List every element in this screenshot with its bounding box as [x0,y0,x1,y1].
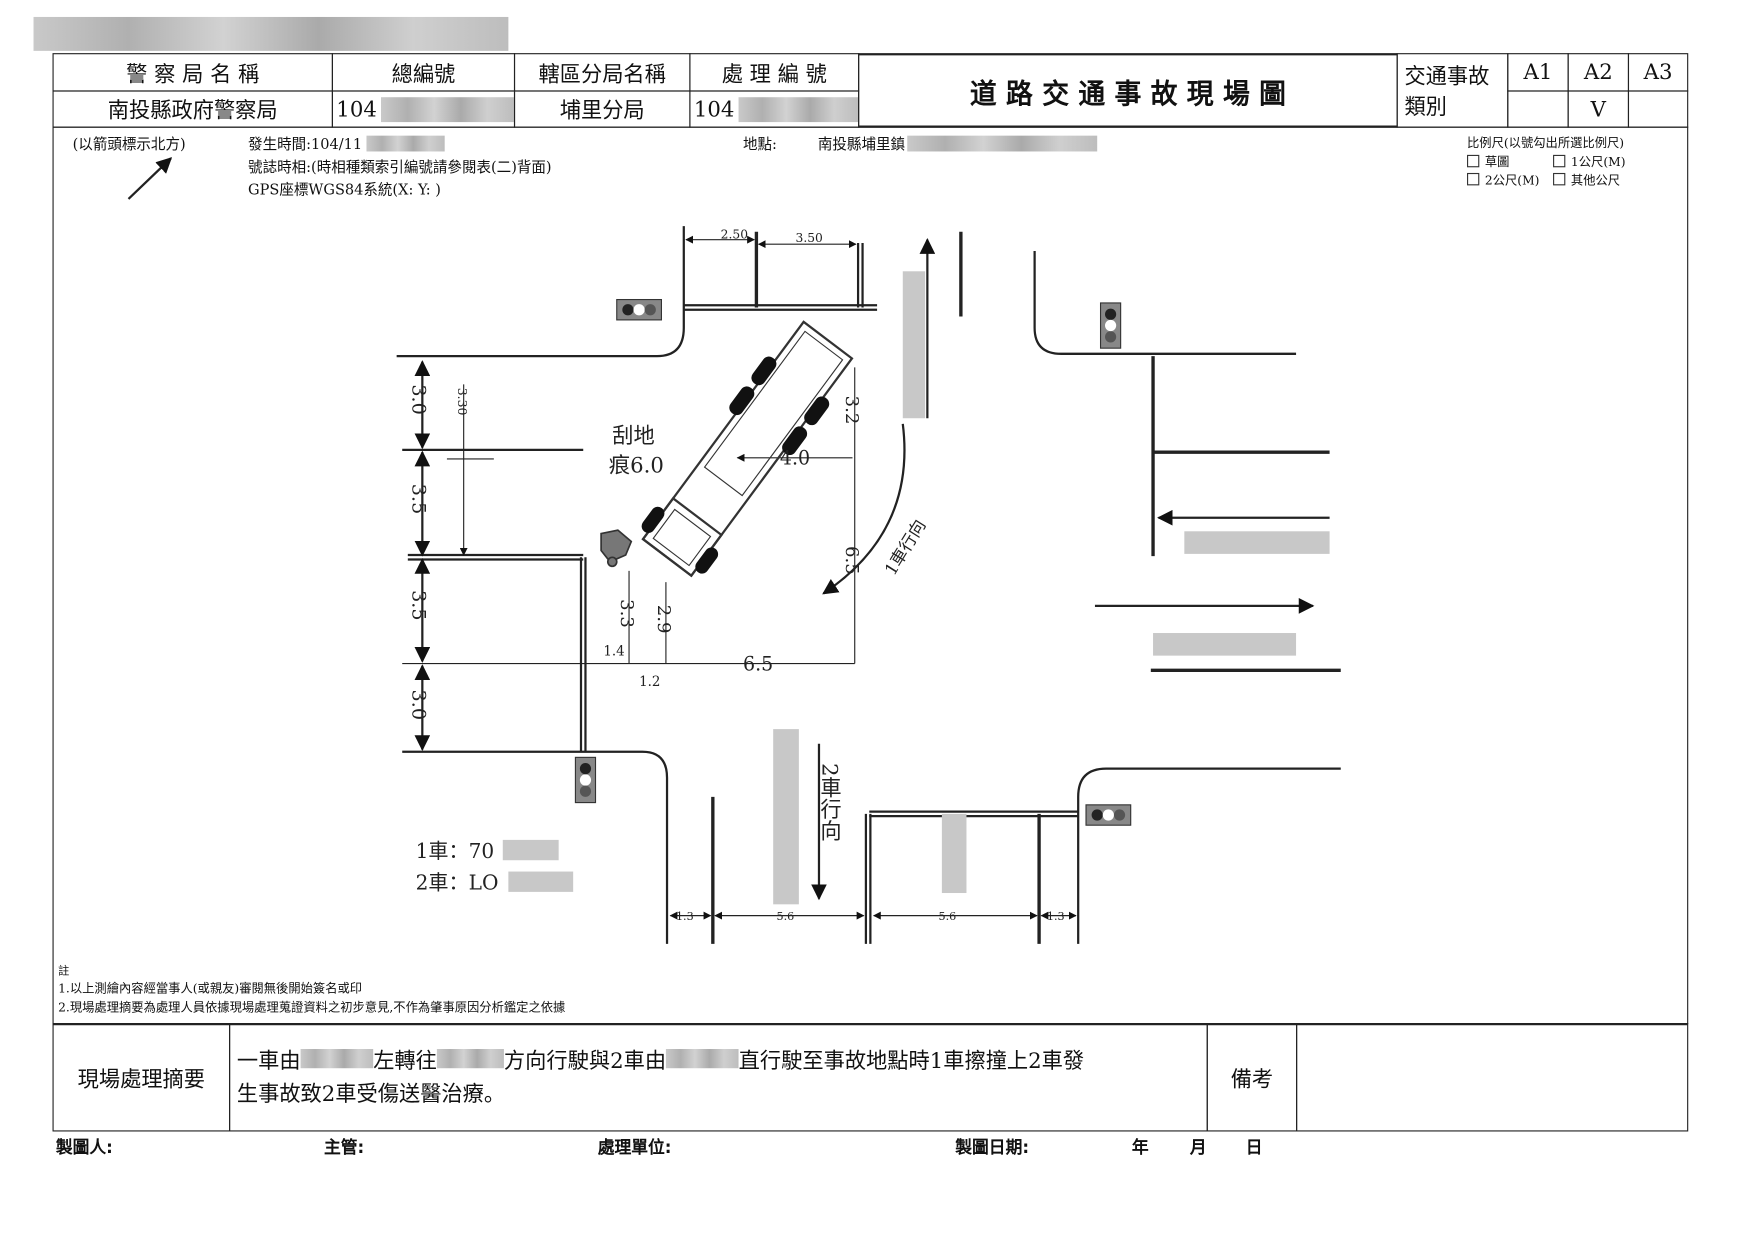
category-label-2: 類別 [1404,94,1447,120]
occurrence-time: 發生時間:104/11 [248,132,445,154]
gps-coordinates: GPS座標WGS84系統(X: Y: ) [248,181,441,199]
option-label: 1公尺(M) [1570,154,1626,170]
case-value: 104 [689,90,860,128]
dim-3-3: 3.3 [616,599,637,628]
serial-value: 104 [331,90,516,128]
vehicle-2-motorcycle [600,529,633,568]
option-label: 其他公尺 [1570,172,1621,188]
skid-label-2: 痕6.0 [609,453,664,478]
summary-text: 一車由 [236,1049,301,1074]
scale-option-other[interactable]: 其他公尺 [1553,171,1620,189]
option-label: 2公尺(M) [1484,172,1540,188]
vehicle-1-truck [641,320,854,578]
notes-title: 註 [58,965,70,978]
month-label: 月 [1189,1137,1207,1158]
signal-phase: 號誌時相:(時相種類索引編號請參閱表(二)背面) [248,159,552,177]
redacted-blocks [502,271,1330,905]
dim-1-4: 1.4 [603,644,624,660]
dim-330: 3.30 [455,388,469,416]
note-2: 2.現場處理摘要為處理人員依據現場處理蒐證資料之初步意見,不作為肇事原因分析鑑定… [58,1000,566,1016]
dim-6-5-vertical: 6.5 [841,546,862,575]
scale-option-sketch[interactable]: 草圖 [1467,153,1509,171]
dim-3-2: 3.2 [841,396,862,425]
year-label: 年 [1131,1137,1149,1158]
traffic-light-icon [574,756,597,804]
vehicle-2-direction: 2車行向 [817,763,842,842]
serial-label: 總編號 [331,53,516,92]
traffic-light-icon [616,298,663,321]
supervisor-label: 主管: [324,1137,365,1158]
dim-bottom-1: 1.3 [676,910,694,923]
traffic-light-icon [1099,302,1122,349]
location-label: 地點: [743,136,777,154]
north-arrow-icon [127,157,173,200]
location-value: 南投縣埔里鎮 [817,132,1098,154]
dim-bottom-2: 5.6 [777,910,795,923]
summary-text: 方向行駛與2車由 [503,1049,667,1074]
vehicle-1-plate: 1車：70 [416,839,495,863]
checkbox[interactable] [1467,172,1480,186]
skid-label-1: 刮地 [612,424,654,449]
checkbox[interactable] [1467,154,1480,168]
redacted-header [33,16,509,51]
dim-left-2: 3.5 [407,484,430,515]
north-note: (以箭頭標示北方) [72,136,186,154]
scale-option-1m[interactable]: 1公尺(M) [1553,153,1626,171]
dim-left-3: 3.5 [407,590,430,621]
dim-6-5-horizontal: 6.5 [743,652,773,675]
dim-1-2: 1.2 [639,674,660,690]
remarks-field[interactable] [1296,1023,1689,1132]
serial-prefix: 104 [336,96,377,122]
dim-top-1: 2.50 [721,227,748,241]
dim-4-0: 4.0 [780,446,810,469]
time-text: 發生時間:104/11 [248,136,363,154]
traffic-light-icon [1085,804,1132,826]
vehicle-2-plate: 2車：LO [416,871,499,895]
summary-text: 左轉往 [373,1049,437,1074]
note-1: 1.以上測繪內容經當事人(或親友)審閱無後開始簽名或印 [58,981,363,996]
dim-left-1: 3.0 [407,384,430,415]
option-label: 草圖 [1484,154,1510,170]
dim-left-4: 3.0 [407,690,430,721]
checkbox[interactable] [1553,154,1566,168]
summary-content: 一車由 左轉往 方向行駛與2車由 直行駛至事故地點時1車擦撞上2車發生事故致2車受傷送… [229,1023,1208,1132]
dim-bottom-3: 5.6 [939,910,957,923]
remarks-label: 備考 [1206,1023,1298,1132]
dim-bottom-4: 1.3 [1047,910,1065,923]
summary-label: 現場處理摘要 [52,1023,231,1132]
page-title: 道 路 交 通 事 故 現 場 圖 [858,53,1398,128]
summary-text: 直行駛至事故地點時1車擦撞上2車發 [738,1049,1085,1074]
scale-option-2m[interactable]: 2公尺(M) [1467,171,1539,189]
date-label: 製圖日期: [955,1137,1030,1158]
dim-2-9: 2.9 [653,605,674,634]
case-prefix: 104 [693,96,735,122]
unit-label: 處理單位: [597,1137,672,1158]
dim-top-2: 3.50 [796,231,823,245]
checkbox[interactable] [1553,172,1566,186]
road-edge-nw [396,226,685,358]
day-label: 日 [1245,1137,1263,1158]
category-label: 交通事故類別 [1396,53,1509,128]
category-label-1: 交通事故 [1404,64,1490,90]
summary-text: 生事故致2車受傷送醫治療。 [236,1081,506,1107]
drawer-label: 製圖人: [55,1137,113,1158]
location-text: 南投縣埔里鎮 [817,136,906,154]
scale-title: 比例尺(以號勾出所選比例尺) [1467,135,1625,151]
